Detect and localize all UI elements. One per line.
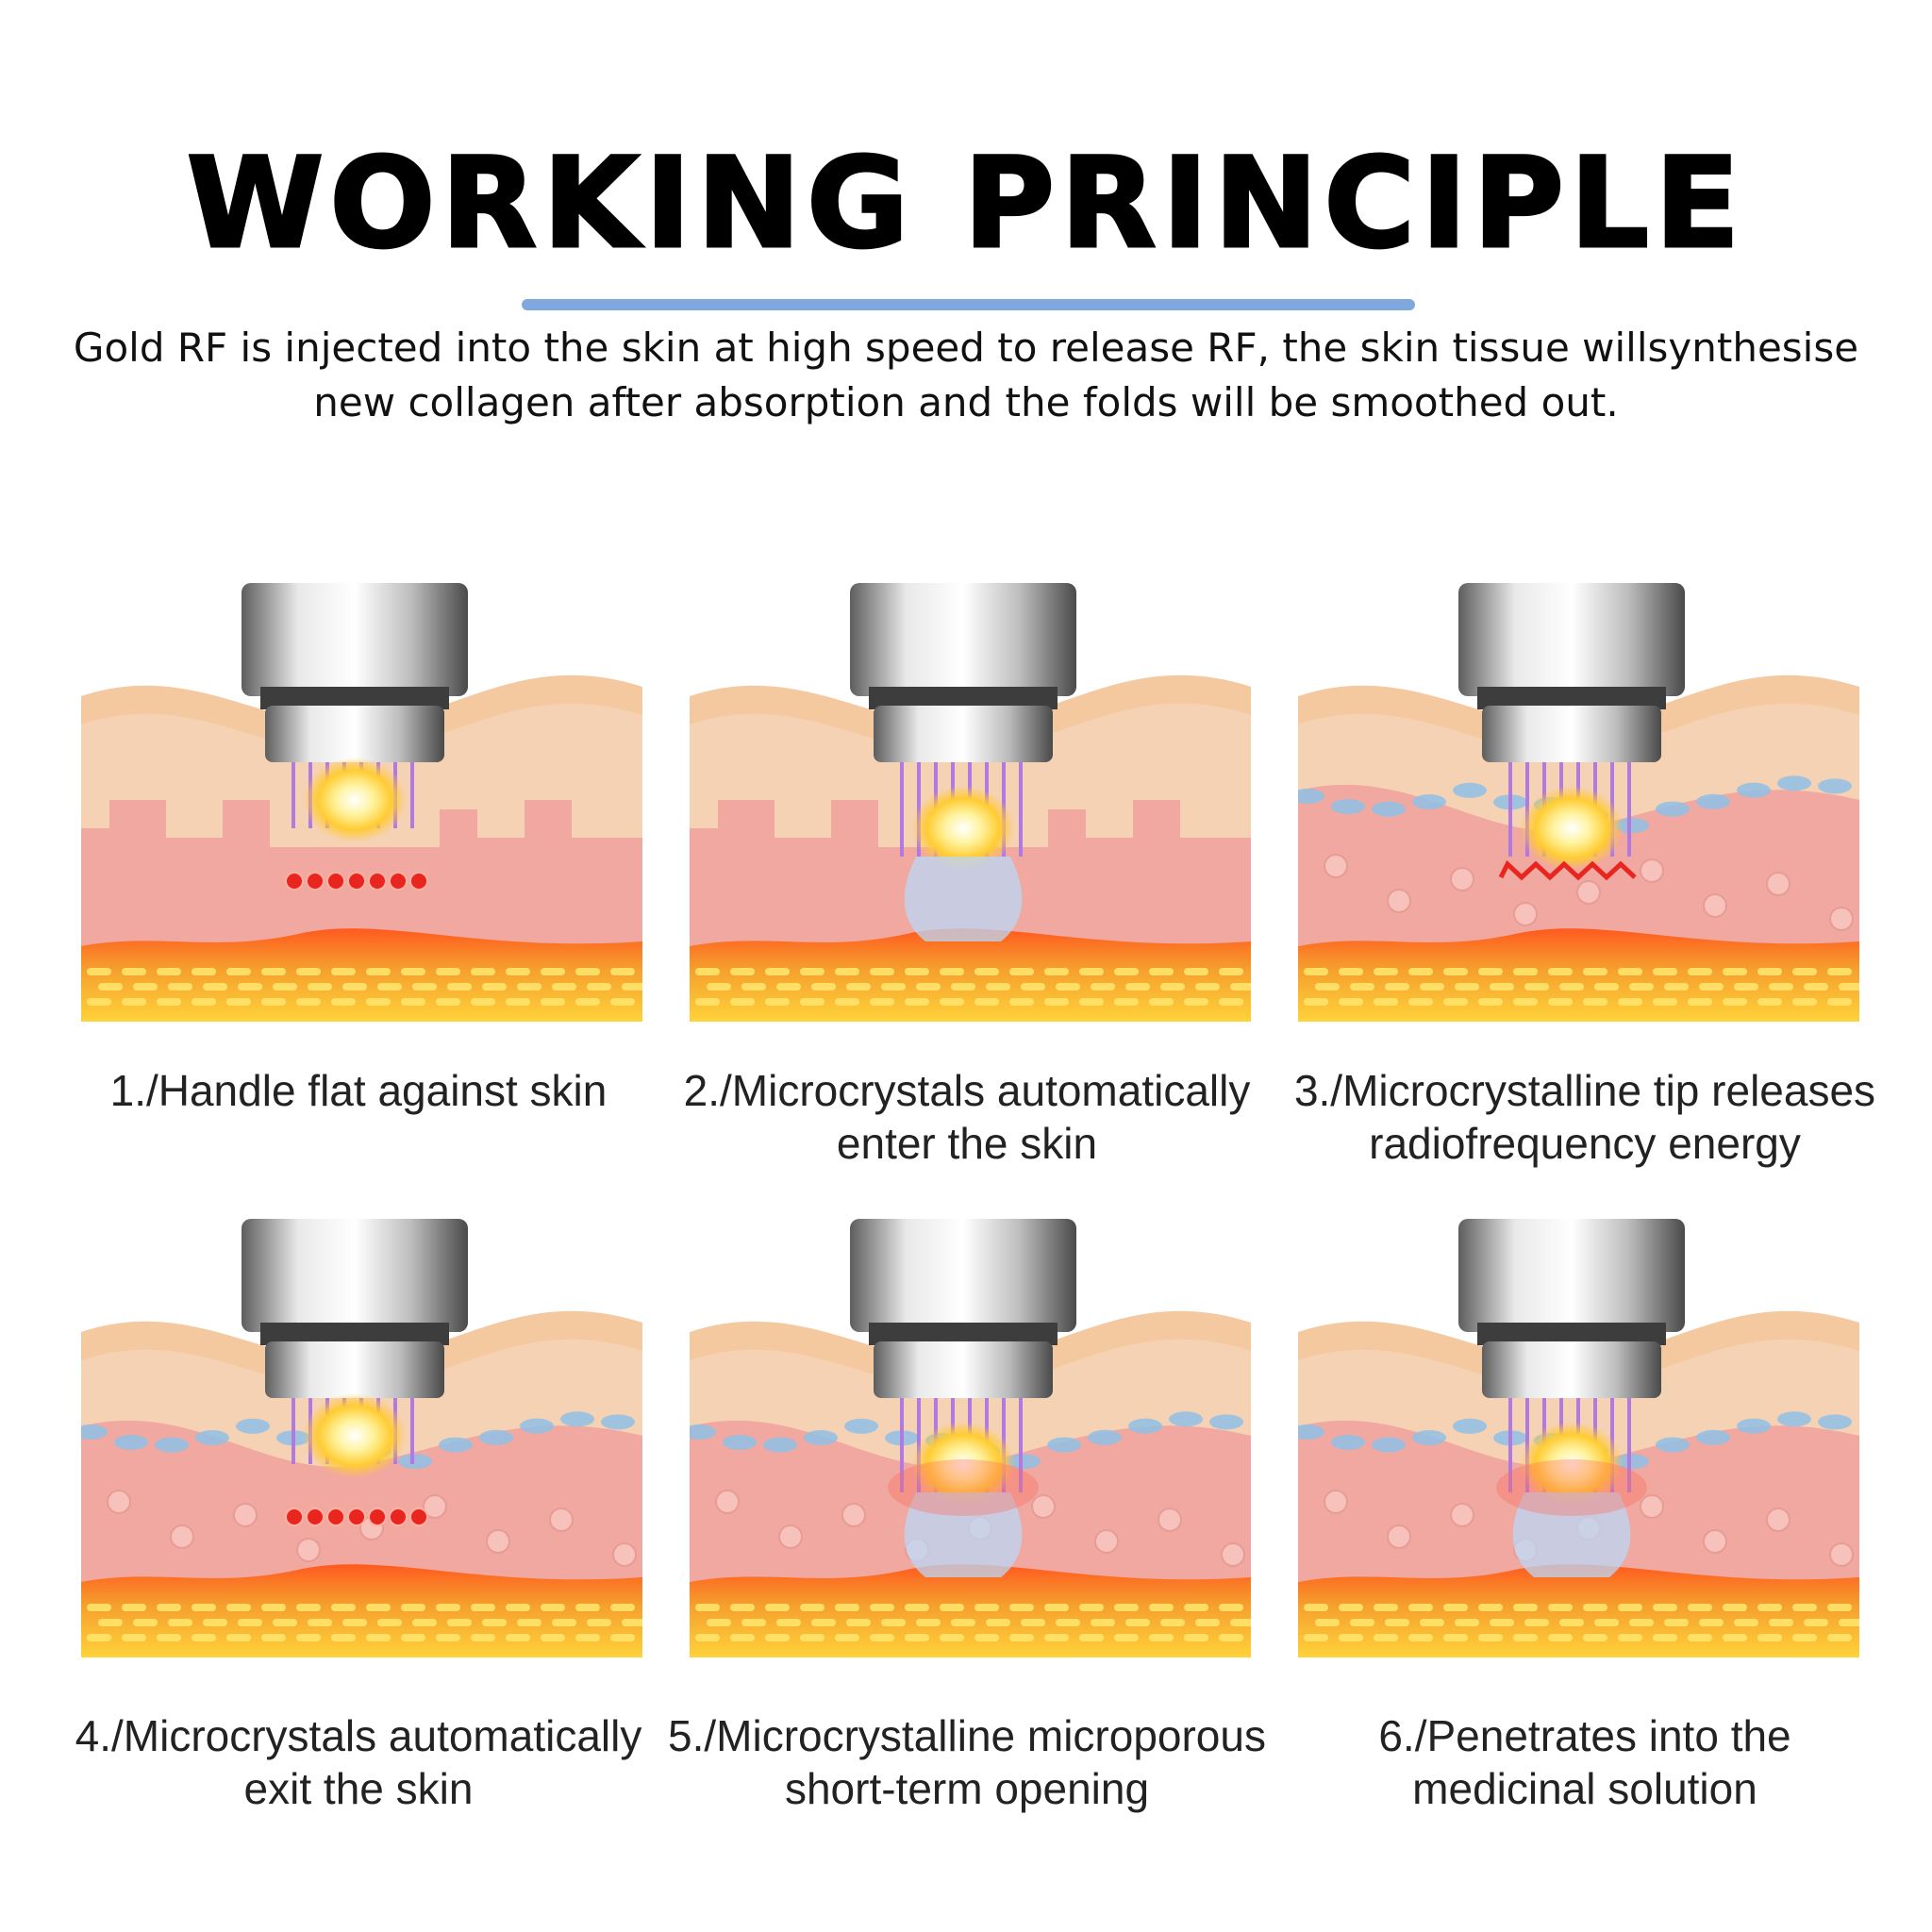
step-5-illustration [690,1219,1251,1657]
principle-description: Gold RF is injected into the skin at hig… [73,325,1859,425]
step-6-illustration [1298,1219,1859,1657]
step-2-caption: 2./Microcrystals automatically enter the… [683,1066,1251,1168]
skin-layer-diagram [1298,1219,1859,1657]
skin-layer-diagram [81,583,642,1022]
skin-layer-diagram [690,1219,1251,1657]
skin-layer-diagram [1298,583,1859,1022]
page-title: WORKING PRINCIPLE [185,131,1746,276]
step-3-illustration [1298,583,1859,1022]
step-1-caption: 1./Handle flat against skin [109,1066,608,1115]
step-3-caption: 3./Microcrystalline tip releases radiofr… [1293,1066,1876,1168]
step-4-illustration [81,1219,642,1657]
step-2-illustration [690,583,1251,1022]
skin-layer-diagram [81,1219,642,1657]
title-underline [522,299,1415,310]
step-1-illustration [81,583,642,1022]
step-6-caption: 6./Penetrates into the medicinal solutio… [1378,1711,1791,1813]
step-5-caption: 5./Microcrystalline microporous short-te… [668,1711,1266,1813]
step-4-caption: 4./Microcrystals automatically exit the … [75,1711,642,1813]
skin-layer-diagram [690,583,1251,1022]
